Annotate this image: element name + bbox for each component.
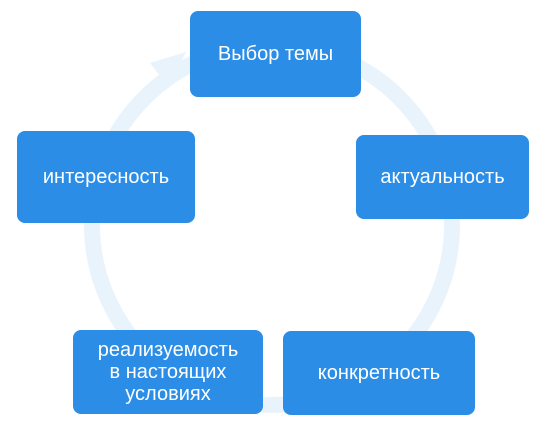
node-interest-label: интересность — [42, 166, 170, 188]
node-relevance-label: актуальность — [380, 166, 505, 188]
node-feasibility: реализуемость в настоящих условиях — [73, 330, 263, 414]
node-topic-choice: Выбор темы — [190, 11, 361, 97]
node-specificity: конкретность — [283, 331, 475, 415]
cycle-arrowhead — [150, 52, 186, 86]
node-topic-choice-label: Выбор темы — [217, 43, 334, 65]
node-specificity-label: конкретность — [317, 362, 441, 384]
node-relevance: актуальность — [356, 135, 529, 219]
node-feasibility-label: реализуемость в настоящих условиях — [97, 339, 239, 405]
node-interest: интересность — [17, 131, 195, 223]
